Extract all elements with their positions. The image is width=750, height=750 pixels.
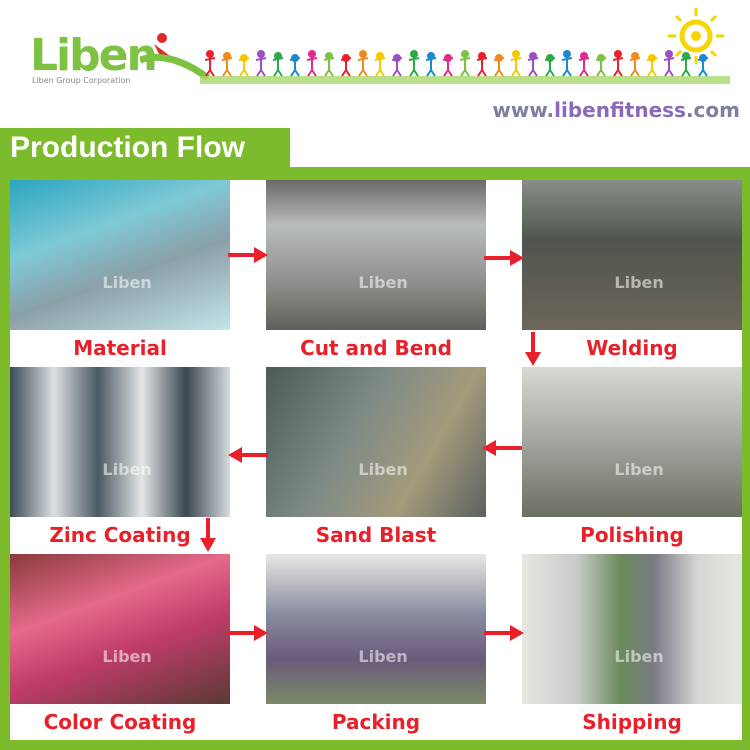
liben-logo: Liben Liben Group Corporation bbox=[30, 30, 210, 90]
step-photo: Liben bbox=[522, 180, 742, 330]
kid-figure bbox=[680, 52, 692, 77]
step-label: Sand Blast bbox=[315, 523, 437, 547]
step-photo: Liben bbox=[266, 554, 486, 704]
watermark: Liben bbox=[102, 460, 152, 479]
watermark: Liben bbox=[102, 273, 152, 292]
kid-figure bbox=[221, 52, 233, 77]
kid-figure bbox=[510, 50, 522, 77]
step-label: Cut and Bend bbox=[300, 336, 452, 360]
kid-figure bbox=[595, 54, 607, 77]
kid-figure bbox=[629, 52, 641, 77]
website-url[interactable]: www.libenfitness.com bbox=[492, 98, 740, 122]
kid-figure bbox=[323, 52, 335, 77]
arrow-right-icon bbox=[228, 625, 268, 641]
kid-figure bbox=[578, 52, 590, 77]
step-photo: Liben bbox=[10, 180, 230, 330]
kid-figure bbox=[391, 54, 403, 77]
step-photo: Liben bbox=[522, 554, 742, 704]
step-shipping: Liben Shipping bbox=[522, 554, 742, 734]
watermark: Liben bbox=[102, 647, 152, 666]
kid-figure bbox=[357, 50, 369, 77]
arrow-left-icon bbox=[482, 440, 522, 456]
watermark: Liben bbox=[358, 460, 408, 479]
step-label: Welding bbox=[586, 336, 678, 360]
step-label: Polishing bbox=[580, 523, 684, 547]
step-label: Zinc Coating bbox=[49, 523, 191, 547]
kid-figure bbox=[272, 52, 284, 77]
watermark: Liben bbox=[358, 647, 408, 666]
step-cut-and-bend: Liben Cut and Bend bbox=[266, 180, 486, 360]
arrow-down-icon bbox=[200, 518, 216, 552]
step-photo: Liben bbox=[10, 554, 230, 704]
kid-figure bbox=[425, 52, 437, 77]
kid-figure bbox=[255, 50, 267, 77]
step-sand-blast: Liben Sand Blast bbox=[266, 367, 486, 547]
arrow-right-icon bbox=[484, 250, 524, 266]
step-label: Material bbox=[73, 336, 167, 360]
step-zinc-coating: Liben Zinc Coating bbox=[10, 367, 230, 547]
arrow-right-icon bbox=[484, 625, 524, 641]
kid-figure bbox=[238, 54, 250, 77]
kid-figure bbox=[697, 54, 709, 77]
arrow-left-icon bbox=[228, 447, 268, 463]
slide-kid-icon bbox=[140, 33, 210, 80]
title-tab bbox=[0, 128, 290, 170]
kid-figure bbox=[408, 50, 420, 77]
step-photo: Liben bbox=[266, 367, 486, 517]
page-title: Production Flow bbox=[10, 131, 245, 164]
kid-figure bbox=[442, 54, 454, 77]
kid-figure bbox=[663, 50, 675, 77]
kid-figure bbox=[340, 54, 352, 77]
step-material: Liben Material bbox=[10, 180, 230, 360]
kid-figure bbox=[204, 50, 216, 77]
step-label: Shipping bbox=[582, 710, 682, 734]
kid-figure bbox=[544, 54, 556, 77]
kid-figure bbox=[476, 52, 488, 77]
step-photo: Liben bbox=[522, 367, 742, 517]
step-photo: Liben bbox=[266, 180, 486, 330]
logo-text: Liben bbox=[30, 30, 158, 81]
kid-figure bbox=[374, 52, 386, 77]
step-packing: Liben Packing bbox=[266, 554, 486, 734]
step-polishing: Liben Polishing bbox=[522, 367, 742, 547]
sun-icon bbox=[668, 8, 724, 64]
kid-figure bbox=[527, 52, 539, 77]
kid-figure bbox=[561, 50, 573, 77]
arrow-right-icon bbox=[228, 247, 268, 263]
watermark: Liben bbox=[614, 273, 664, 292]
step-color-coating: Liben Color Coating bbox=[10, 554, 230, 734]
step-welding: Liben Welding bbox=[522, 180, 742, 360]
step-label: Color Coating bbox=[43, 710, 197, 734]
kids-grass-banner bbox=[200, 50, 730, 84]
kid-figure bbox=[306, 50, 318, 77]
watermark: Liben bbox=[358, 273, 408, 292]
kid-figure bbox=[459, 50, 471, 77]
kid-figure bbox=[646, 54, 658, 77]
step-label: Packing bbox=[331, 710, 421, 734]
kid-figure bbox=[612, 50, 624, 77]
kid-figure bbox=[289, 54, 301, 77]
watermark: Liben bbox=[614, 647, 664, 666]
logo-subtitle: Liben Group Corporation bbox=[32, 76, 131, 85]
arrow-down-icon bbox=[525, 332, 541, 366]
kid-figure bbox=[493, 54, 505, 77]
watermark: Liben bbox=[614, 460, 664, 479]
step-photo: Liben bbox=[10, 367, 230, 517]
